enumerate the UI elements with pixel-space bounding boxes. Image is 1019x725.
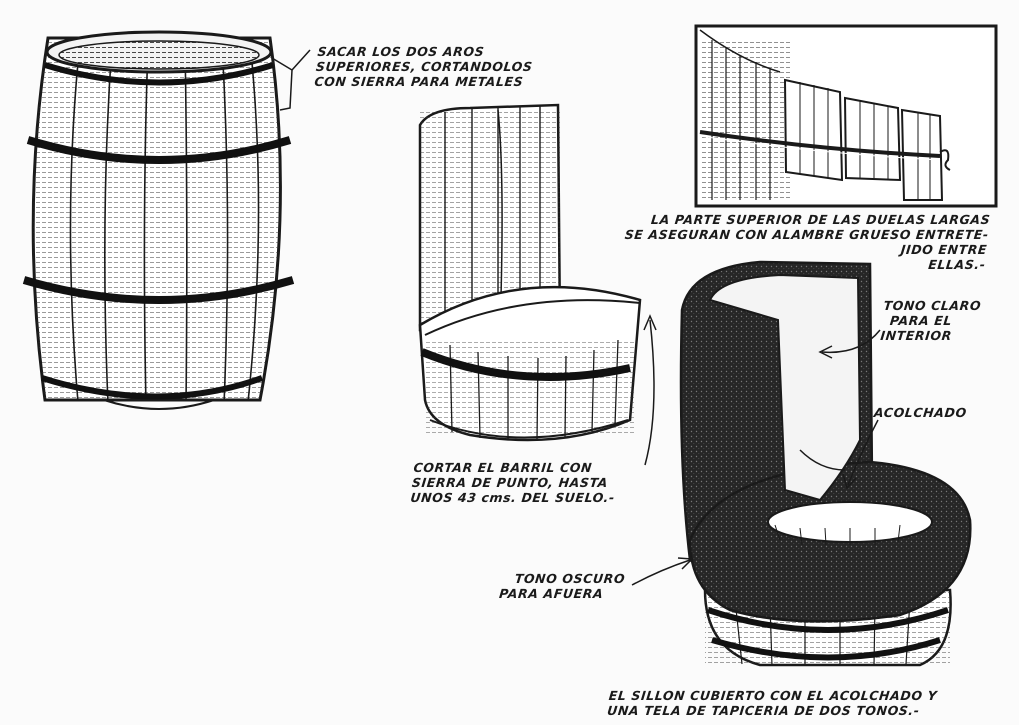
caption-line: SE ASEGURAN CON ALAMBRE GRUESO ENTRETE- (624, 227, 990, 242)
caption-line: PARA EL (889, 313, 953, 328)
caption-line: ACOLCHADO (873, 405, 968, 420)
finished-armchair (631, 260, 972, 667)
caption-line: EL SILLON CUBIERTO CON EL ACOLCHADO Y (608, 688, 939, 703)
caption-staves-wire: LA PARTE SUPERIOR DE LAS DUELAS LARGAS S… (621, 212, 991, 272)
caption-line: UNOS 43 cms. DEL SUELO.- (409, 490, 616, 505)
caption-line: INTERIOR (879, 328, 953, 343)
caption-line: SUPERIORES, CORTANDOLOS (315, 59, 534, 74)
caption-finished-chair: EL SILLON CUBIERTO CON EL ACOLCHADO Y UN… (606, 688, 938, 718)
caption-line: TONO CLARO (882, 298, 983, 313)
caption-line: ELLAS.- (927, 257, 987, 272)
caption-line: CORTAR EL BARRIL CON (412, 460, 593, 475)
caption-line: CON SIERRA PARA METALES (313, 74, 525, 89)
staves-detail (694, 24, 998, 208)
caption-padding: ACOLCHADO (873, 405, 967, 420)
caption-line: PARA AFUERA (498, 586, 605, 601)
caption-line: JIDO ENTRE (900, 242, 988, 257)
caption-cut-barrel: CORTAR EL BARRIL CON SIERRA DE PUNTO, HA… (410, 460, 619, 505)
whole-barrel (22, 30, 311, 410)
caption-line: UNA TELA DE TAPICERIA DE DOS TONOS.- (606, 703, 921, 718)
caption-line: SACAR LOS DOS AROS (316, 44, 486, 59)
caption-remove-hoops: SACAR LOS DOS AROS SUPERIORES, CORTANDOL… (314, 44, 535, 89)
cut-barrel (418, 103, 657, 466)
caption-light-tone: TONO CLARO PARA EL INTERIOR (880, 298, 982, 343)
caption-line: TONO OSCURO (514, 571, 626, 586)
caption-line: SIERRA DE PUNTO, HASTA (411, 475, 609, 490)
caption-line: LA PARTE SUPERIOR DE LAS DUELAS LARGAS (650, 212, 992, 227)
caption-dark-tone: TONO OSCURO PARA AFUERA (498, 571, 626, 601)
